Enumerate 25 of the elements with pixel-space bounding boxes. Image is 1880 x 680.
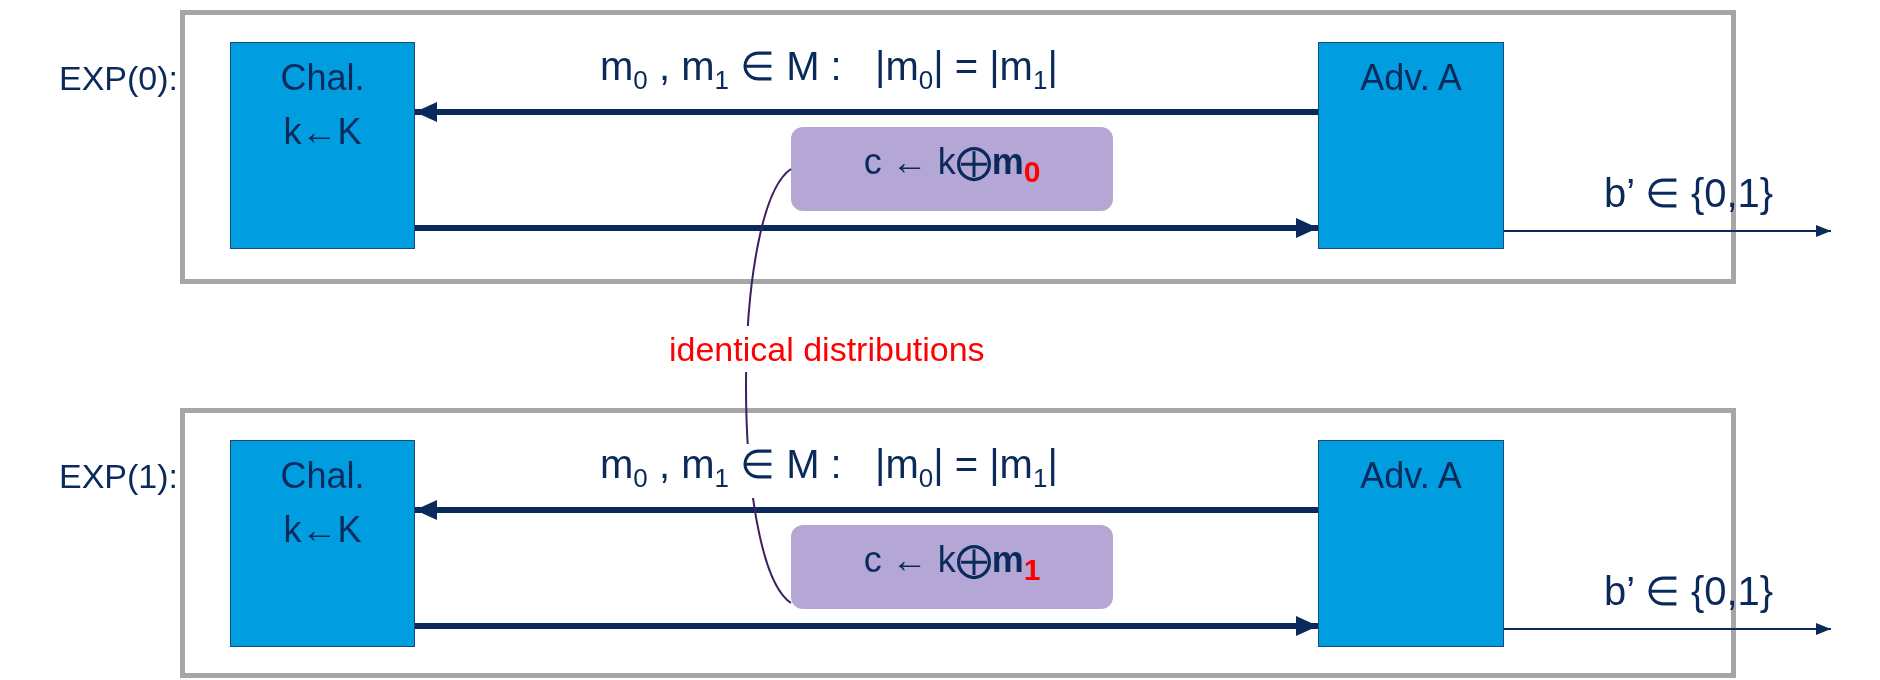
ciphertext-box [791,525,1113,609]
party-box [230,440,415,647]
ciphertext-box [791,127,1113,211]
box-label: Chal. [279,57,366,99]
edge-label: m$_{0}$ , m$_{1}$ ∈ M : |m$_{0}$| = |m$_{1}$| [600,444,1058,498]
arrow [415,500,1318,520]
box-label: k←K [282,509,363,551]
experiment-label: EXP(0): [58,58,178,99]
party-box [1318,440,1504,647]
party-box [230,42,415,249]
party-box [1318,42,1504,249]
arrow [415,218,1318,238]
formula-label: c ← k⨁m$_{1}$ [863,539,1041,589]
arrow [415,102,1318,122]
arrow [1503,225,1832,237]
box-label: Chal. [279,455,366,497]
arrow [415,616,1318,636]
edge-label: b’ ∈ {0,1} [1604,170,1774,216]
arrow [1503,623,1832,635]
edge-label: b’ ∈ {0,1} [1604,568,1774,614]
box-label: k←K [282,111,363,153]
box-label: Adv. A [1359,455,1463,497]
experiment-label: EXP(1): [58,456,178,497]
formula-label: c ← k⨁m$_{0}$ [863,141,1041,191]
box-label: Adv. A [1359,57,1463,99]
